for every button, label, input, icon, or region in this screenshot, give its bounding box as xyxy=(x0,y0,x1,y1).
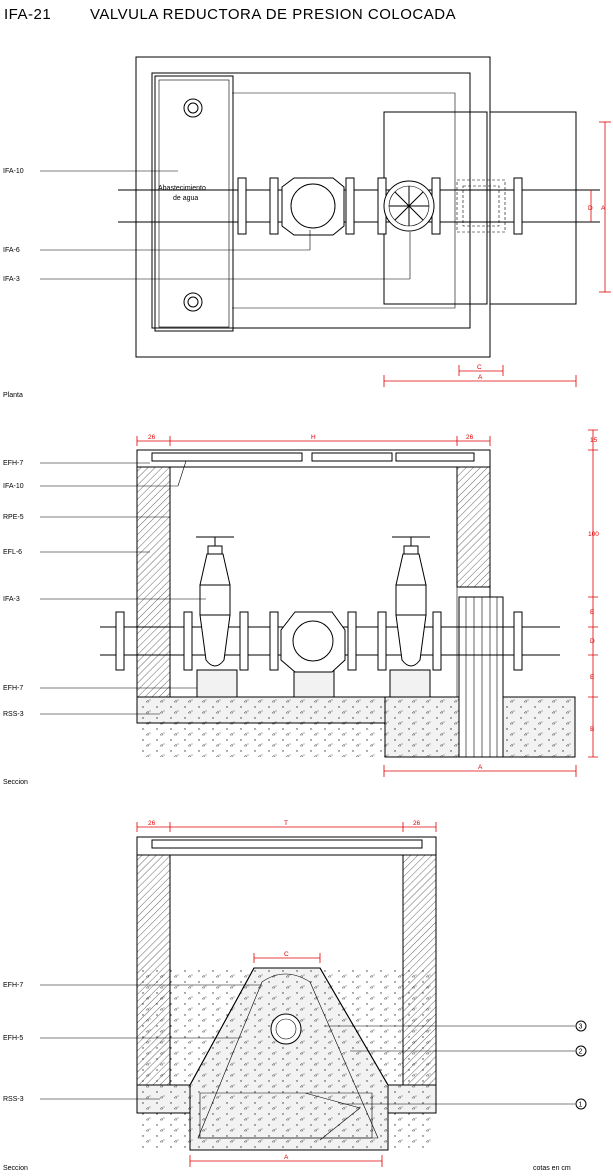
sec1-label-efl6: EFL-6 xyxy=(3,549,22,556)
plan-label-ifa6: IFA-6 xyxy=(3,247,20,254)
sec1-caption: Seccion xyxy=(3,779,28,786)
plan-dim-a-right: A xyxy=(601,205,606,212)
plan-dim-a-bottom: A xyxy=(478,374,483,381)
sec1-label-rpe5: RPE-5 xyxy=(3,514,24,521)
plan-view: Abastecimiento de agua IF xyxy=(3,56,611,399)
sec1-label-rss3: RSS-3 xyxy=(3,711,24,718)
sec1-dim-e1: E xyxy=(590,609,595,616)
section-1-view: EFH-7 IFA-10 RPE-5 EFL-6 IFA-3 EFH-7 RSS… xyxy=(3,429,599,786)
drawing-title: VALVULA REDUCTORA DE PRESION COLOCADA xyxy=(90,6,456,23)
sec2-label-rss3: RSS-3 xyxy=(3,1096,24,1103)
sec1-label-efh7-bottom: EFH-7 xyxy=(3,685,23,692)
sec1-dim-b: B xyxy=(590,726,594,733)
section-2-view: EFH-7 EFH-5 RSS-3 3 2 1 26 T 26 C A Secc… xyxy=(3,820,587,1172)
sec2-dim-t: T xyxy=(284,820,288,827)
sec1-dim-100: 100 xyxy=(588,531,599,538)
sec1-dim-a: A xyxy=(478,764,483,771)
sec2-dim-a: A xyxy=(284,1154,289,1161)
sec2-label-efh5: EFH-5 xyxy=(3,1035,23,1042)
sec1-dim-d: D xyxy=(590,638,595,645)
sec2-dim-left-26: 26 xyxy=(148,820,156,827)
callout-2: 2 xyxy=(579,1049,583,1056)
sec1-label-efh7-top: EFH-7 xyxy=(3,460,23,467)
sec2-label-efh7: EFH-7 xyxy=(3,982,23,989)
plan-flanges xyxy=(237,177,523,235)
sec2-dim-right-26: 26 xyxy=(413,820,421,827)
plan-dim-c: C xyxy=(477,364,482,371)
sec2-dim-c: C xyxy=(284,951,289,958)
plan-dim-d: D xyxy=(588,205,593,212)
callout-3: 3 xyxy=(579,1024,583,1031)
sec1-label-ifa3: IFA-3 xyxy=(3,596,20,603)
sec2-caption: Seccion xyxy=(3,1165,28,1172)
sec1-dim-right-26: 26 xyxy=(466,434,474,441)
plan-label-ifa3: IFA-3 xyxy=(3,276,20,283)
supply-label-line1: Abastecimiento xyxy=(158,185,206,192)
sec1-label-ifa10: IFA-10 xyxy=(3,483,24,490)
sec1-dim-left-26: 26 xyxy=(148,434,156,441)
callout-1: 1 xyxy=(579,1102,583,1109)
drawing-code: IFA-21 xyxy=(4,6,51,23)
sec1-dim-15: 15 xyxy=(590,437,598,444)
plan-label-ifa10: IFA-10 xyxy=(3,168,24,175)
units-note: cotas en cm xyxy=(533,1165,571,1172)
plan-caption: Planta xyxy=(3,392,23,399)
sec1-dim-h: H xyxy=(311,434,316,441)
supply-label-line2: de agua xyxy=(173,195,198,202)
sec1-dim-e2: E xyxy=(590,674,595,681)
